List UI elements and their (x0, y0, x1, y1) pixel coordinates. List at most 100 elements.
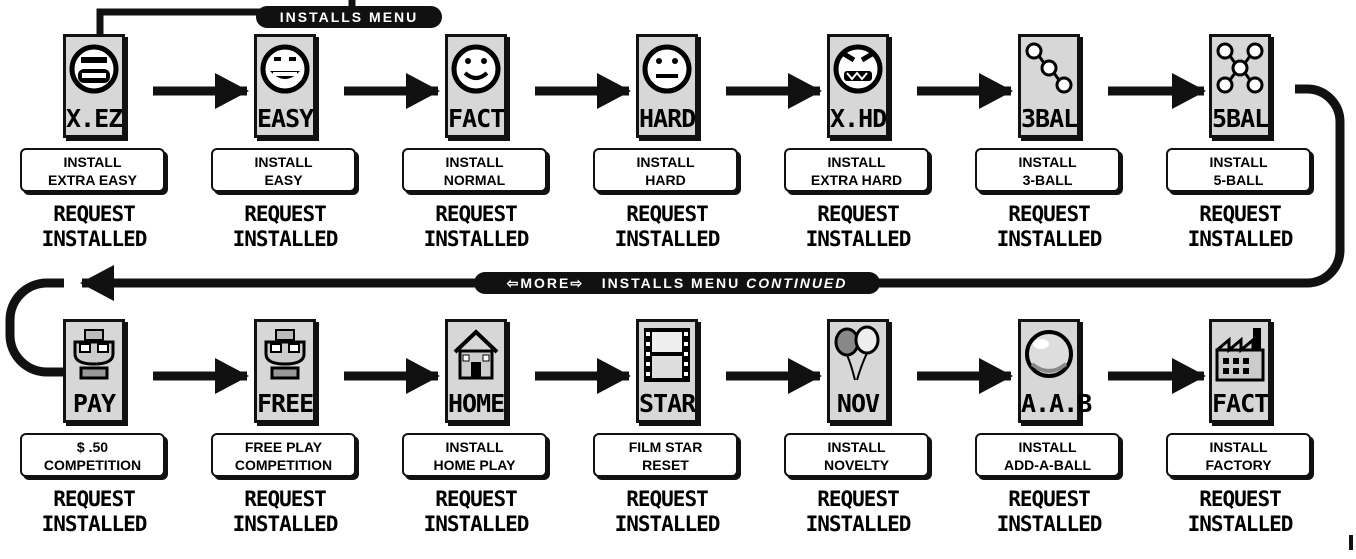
normal-face-icon[interactable]: FACT (445, 34, 507, 138)
description-line: 5-BALL (1213, 172, 1264, 188)
menu-title: INSTALLS MENU (279, 9, 419, 25)
status-line: INSTALLED (996, 512, 1103, 536)
more-label: ⇦MORE⇨ (506, 275, 585, 291)
description-line: FREE PLAY (244, 439, 323, 455)
status-line: REQUEST (1008, 487, 1091, 511)
status-line: INSTALLED (423, 512, 530, 536)
status-line: INSTALLED (232, 227, 339, 251)
description-line: EASY (264, 172, 303, 188)
description-line: COMPETITION (43, 457, 142, 473)
status-line: REQUEST (817, 487, 900, 511)
extra-hard-face-icon[interactable]: X.HD (827, 34, 889, 138)
status-line: REQUEST (53, 487, 136, 511)
icon-label: 3BAL (1021, 104, 1078, 133)
status-line: REQUEST (244, 487, 327, 511)
status-line: REQUEST (626, 202, 709, 226)
description-line: INSTALL (63, 154, 122, 170)
icon-label: HARD (639, 104, 696, 133)
status-line: INSTALLED (614, 512, 721, 536)
description-line: NOVELTY (823, 457, 890, 473)
five-ball-icon[interactable]: 5BAL (1209, 34, 1271, 138)
description-line: INSTALL (1018, 154, 1077, 170)
icon-label: X.EZ (66, 104, 123, 133)
menu-title-pill: INSTALLS MENU (256, 6, 442, 28)
status-line: INSTALLED (41, 512, 148, 536)
status-line: REQUEST (817, 202, 900, 226)
status-line: REQUEST (53, 202, 136, 226)
description-line: $ .50 (76, 439, 109, 455)
description-line: INSTALL (445, 439, 504, 455)
film-strip-icon[interactable]: STAR (636, 319, 698, 423)
house-icon[interactable]: HOME (445, 319, 507, 423)
description-line: INSTALL (1209, 439, 1268, 455)
status-line: REQUEST (435, 487, 518, 511)
factory-icon[interactable]: FACT (1209, 319, 1271, 423)
icon-label: FACT (1212, 389, 1269, 418)
description-line: INSTALL (445, 154, 504, 170)
description-box: INSTALL NORMAL (402, 148, 547, 192)
description-box: INSTALL NOVELTY (784, 433, 929, 477)
pinball-icon[interactable]: A.A.B (1018, 319, 1092, 423)
description-line: INSTALL (636, 154, 695, 170)
icon-label: HOME (448, 389, 505, 418)
description-box: INSTALL HARD (593, 148, 738, 192)
trophy-icon[interactable]: PAY (63, 319, 125, 423)
status-line: REQUEST (1199, 202, 1282, 226)
icon-label: A.A.B (1021, 389, 1092, 418)
status-line: REQUEST (244, 202, 327, 226)
easy-face-icon[interactable]: EASY (254, 34, 316, 138)
status-line: REQUEST (1008, 202, 1091, 226)
description-line: NORMAL (443, 172, 506, 188)
three-ball-icon[interactable]: 3BAL (1018, 34, 1080, 138)
description-box: INSTALL EASY (211, 148, 356, 192)
description-line: HARD (645, 172, 686, 188)
status-line: INSTALLED (805, 512, 912, 536)
description-line: HOME PLAY (433, 457, 516, 473)
description-line: 3-BALL (1022, 172, 1073, 188)
icon-label: PAY (72, 389, 116, 418)
icon-label: X.HD (830, 104, 887, 133)
trophy-icon[interactable]: FREE (254, 319, 316, 423)
description-line: INSTALL (1209, 154, 1268, 170)
description-line: FACTORY (1205, 457, 1272, 473)
status-line: INSTALLED (41, 227, 148, 251)
description-line: ADD-A-BALL (1003, 457, 1092, 473)
description-line: INSTALL (827, 154, 886, 170)
extra-easy-face-icon[interactable]: X.EZ (63, 34, 125, 138)
hard-face-icon[interactable]: HARD (636, 34, 698, 138)
status-line: INSTALLED (1187, 512, 1294, 536)
description-box: INSTALL 3-BALL (975, 148, 1120, 192)
row2-entry-connector (5, 278, 64, 377)
status-line: REQUEST (1199, 487, 1282, 511)
status-line: INSTALLED (232, 512, 339, 536)
description-line: INSTALL (254, 154, 313, 170)
description-line: INSTALL (827, 439, 886, 455)
balloons-icon[interactable]: NOV (827, 319, 889, 423)
